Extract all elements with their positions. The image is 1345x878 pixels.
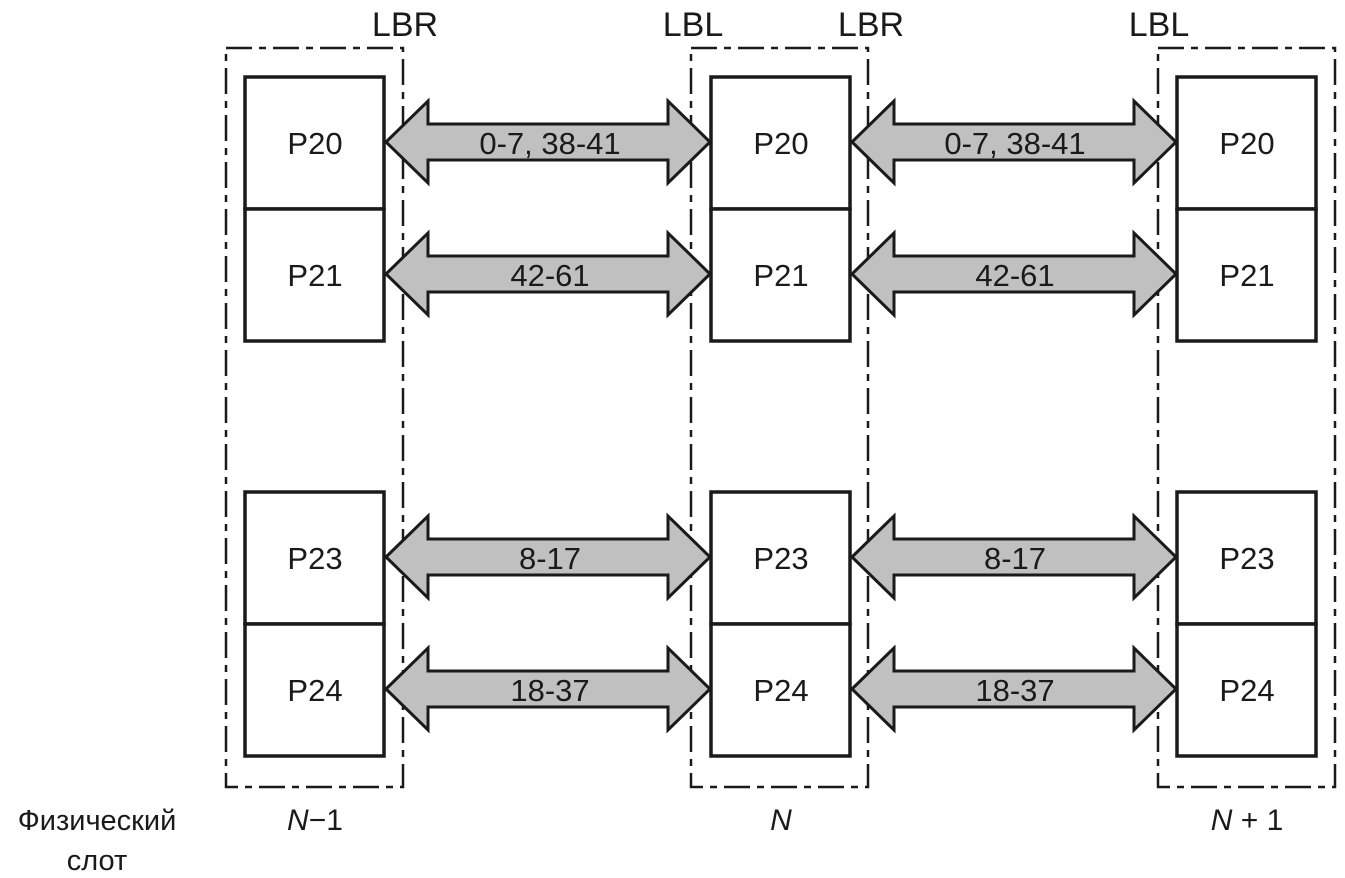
slot-number-n: N: [770, 804, 792, 837]
port-box-n-p20: [709, 75, 852, 211]
port-label-n-p21: P21: [753, 258, 808, 293]
link-label-p20-right: 0-7, 38-41: [944, 126, 1085, 161]
port-label-n-p20: P20: [753, 126, 808, 161]
port-box-n-minus-1-p23: [243, 490, 386, 626]
slot-frame-n-plus-1: [1156, 46, 1337, 789]
port-box-n-plus-1-p24: [1175, 622, 1318, 758]
port-box-n-p21: [709, 207, 852, 343]
port-label-n-minus-1-p24: P24: [287, 673, 342, 708]
slot-n-minus-1-side-label-lbr: LBR: [372, 6, 438, 44]
port-label-n-plus-1-p24: P24: [1219, 673, 1274, 708]
slot-number-n-minus-1-suffix: −1: [309, 804, 343, 837]
link-label-p21-right: 42-61: [975, 258, 1054, 293]
port-label-n-minus-1-p20: P20: [287, 126, 342, 161]
port-box-n-p24: [709, 622, 852, 758]
slot-frame-n: [689, 46, 870, 789]
port-label-n-plus-1-p23: P23: [1219, 541, 1274, 576]
port-box-n-p23: [709, 490, 852, 626]
slot-frame-n-minus-1: [224, 46, 405, 789]
port-label-n-minus-1-p21: P21: [287, 258, 342, 293]
link-label-p24-left: 18-37: [510, 673, 589, 708]
link-label-p23-right: 8-17: [984, 541, 1046, 576]
slot-n-side-label-lbl: LBL: [663, 6, 724, 44]
slot-number-n-plus-1-var: N: [1211, 804, 1233, 837]
port-box-n-minus-1-p20: [243, 75, 386, 211]
port-label-n-plus-1-p20: P20: [1219, 126, 1274, 161]
port-box-n-plus-1-p20: [1175, 75, 1318, 211]
slot-number-n-plus-1: N + 1: [1211, 804, 1284, 837]
port-box-n-plus-1-p21: [1175, 207, 1318, 343]
port-label-n-p24: P24: [753, 673, 808, 708]
physical-slot-title-line1: Физический: [18, 805, 177, 837]
slot-n-side-label-lbr: LBR: [838, 6, 904, 44]
slot-number-n-plus-1-suffix: + 1: [1232, 804, 1283, 837]
link-label-p21-left: 42-61: [510, 258, 589, 293]
slot-number-n-var: N: [770, 804, 792, 837]
slot-n-plus-1-side-label-lbl: LBL: [1129, 6, 1190, 44]
physical-slot-title-line2: слот: [67, 845, 128, 877]
link-label-p24-right: 18-37: [975, 673, 1054, 708]
port-label-n-plus-1-p21: P21: [1219, 258, 1274, 293]
link-label-p20-left: 0-7, 38-41: [479, 126, 620, 161]
port-box-n-minus-1-p24: [243, 622, 386, 758]
slot-number-n-minus-1: N−1: [287, 804, 343, 837]
slot-number-n-minus-1-var: N: [287, 804, 309, 837]
port-box-n-minus-1-p21: [243, 207, 386, 343]
port-label-n-p23: P23: [753, 541, 808, 576]
port-label-n-minus-1-p23: P23: [287, 541, 342, 576]
link-label-p23-left: 8-17: [519, 541, 581, 576]
